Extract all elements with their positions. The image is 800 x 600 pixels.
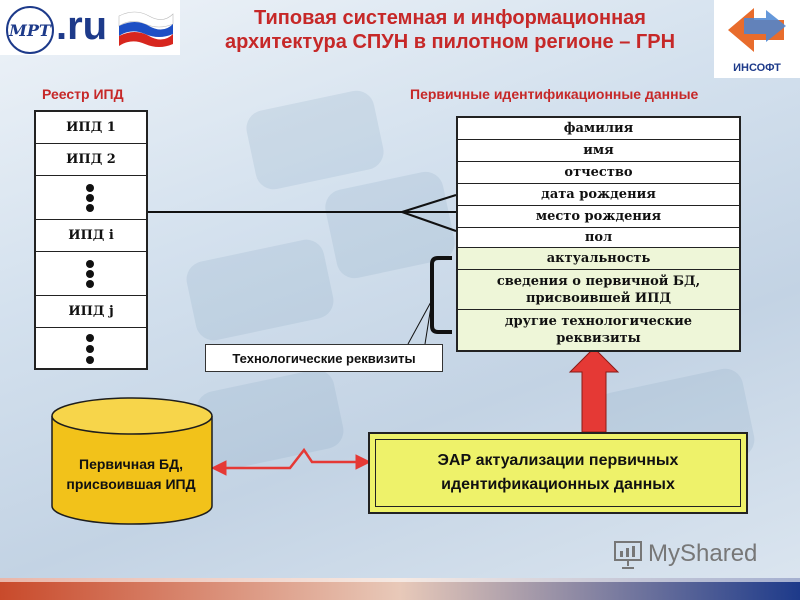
ellipsis-dot	[86, 260, 94, 268]
registry-cell: ИПД 2	[36, 144, 146, 176]
primary-data-heading: Первичные идентификационные данные	[410, 86, 699, 102]
ear-label: ЭАР актуализации первичных идентификацио…	[375, 439, 741, 507]
mrt-logo-mark: МРТ	[6, 6, 54, 54]
myshared-watermark: MyShared	[612, 538, 772, 572]
insoft-logo: ИНСОФТ	[714, 0, 800, 78]
presentation-icon	[614, 541, 642, 569]
bottom-stripe	[0, 578, 800, 600]
mrt-logo: МРТ .ru	[0, 0, 180, 55]
insoft-brand-text: ИНСОФТ	[733, 62, 781, 74]
registry-cell: ИПД j	[36, 296, 146, 328]
ellipsis-dot	[86, 280, 94, 288]
watermark-text: MyShared	[648, 540, 758, 567]
tech-bracket	[430, 256, 452, 334]
field-cell: фамилия	[458, 118, 739, 140]
database-cylinder-icon	[51, 397, 213, 525]
field-cell: место рождения	[458, 206, 739, 228]
lightning-link	[210, 447, 372, 476]
crowfoot-line	[401, 194, 457, 213]
tech-field-cell: другие технологические реквизиты	[458, 310, 739, 350]
ipd-registry: ИПД 1 ИПД 2 ИПД i ИПД j	[34, 110, 148, 370]
ellipsis-dot	[86, 194, 94, 202]
tech-callout-line	[407, 299, 433, 345]
registry-ellipsis-row	[36, 252, 146, 296]
field-cell: отчество	[458, 162, 739, 184]
field-cell: дата рождения	[458, 184, 739, 206]
up-arrow	[568, 347, 620, 433]
russian-flag-icon	[118, 11, 174, 47]
tech-field-cell: сведения о первичной БД, присвоившей ИПД	[458, 270, 739, 310]
registry-ellipsis-row	[36, 328, 146, 368]
ellipsis-dot	[86, 184, 94, 192]
ear-box: ЭАР актуализации первичных идентификацио…	[368, 432, 748, 514]
tech-field-cell: актуальность	[458, 248, 739, 270]
field-cell: имя	[458, 140, 739, 162]
insoft-arrows-icon	[728, 8, 786, 52]
registry-heading: Реестр ИПД	[42, 86, 124, 102]
page-title: Типовая системная и информационная архит…	[224, 7, 676, 53]
ellipsis-dot	[86, 356, 94, 364]
ru-domain-logo: .ru	[56, 4, 108, 48]
ellipsis-dot	[86, 334, 94, 342]
primary-data-table: фамилия имя отчество дата рождения место…	[456, 116, 741, 352]
database-label: Первичная БД, присвоившая ИПД	[66, 456, 196, 492]
registry-cell: ИПД 1	[36, 112, 146, 144]
ellipsis-dot	[86, 345, 94, 353]
tech-callout-line	[424, 299, 433, 345]
tech-requisites-label: Технологические реквизиты	[205, 344, 443, 372]
ellipsis-dot	[86, 204, 94, 212]
crowfoot-line	[401, 211, 457, 232]
field-cell: пол	[458, 228, 739, 248]
registry-cell: ИПД i	[36, 220, 146, 252]
ellipsis-dot	[86, 270, 94, 278]
registry-ellipsis-row	[36, 176, 146, 220]
